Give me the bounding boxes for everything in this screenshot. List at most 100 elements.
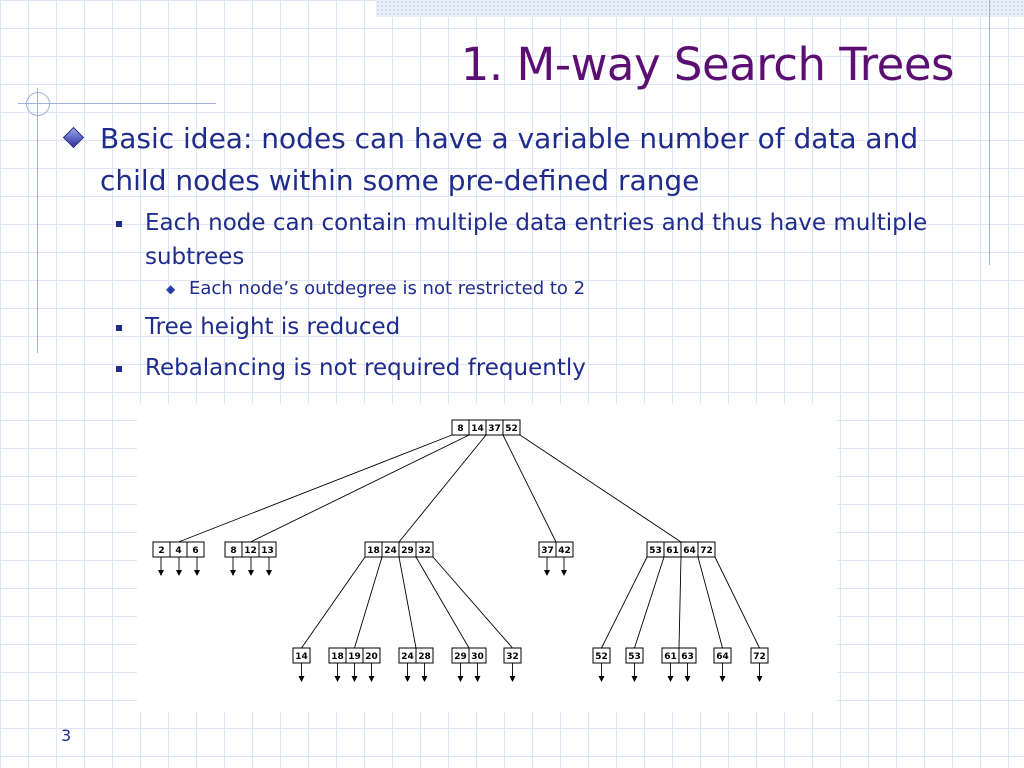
tree-node-key: 61 (666, 546, 679, 556)
tree-node-cell (697, 541, 716, 558)
tree-edge (601, 556, 648, 649)
null-pointer-arrow-icon (298, 676, 305, 682)
null-pointer-arrow-icon (404, 676, 411, 682)
null-pointer-arrow-icon (158, 570, 164, 576)
slide-title: 1. M-way Search Trees (460, 38, 955, 91)
null-pointer-arrow-icon (719, 676, 726, 682)
tree-node-key: 2 (158, 546, 164, 556)
tree-edge (678, 556, 682, 649)
bullet-sub-1-detail-text: Each node’s outdegree is not restricted … (189, 278, 586, 299)
tree-edge (398, 434, 487, 543)
null-pointer-arrow-icon (631, 676, 638, 682)
null-pointer-arrow-icon (684, 676, 691, 682)
tree-node-key: 42 (558, 546, 571, 556)
page-number: 3 (61, 726, 72, 745)
bullet-sub-1-detail: ◆ Each node’s outdegree is not restricte… (60, 274, 960, 304)
tree-node-key: 32 (418, 546, 431, 556)
null-pointer-arrow-icon (667, 676, 674, 682)
tree-node-key: 18 (367, 546, 380, 556)
null-pointer-arrow-icon (421, 676, 428, 682)
tree-node-cell (258, 541, 277, 558)
null-pointer-arrow-icon (351, 676, 358, 682)
decor-horizontal-line-left (18, 103, 216, 104)
header-band (376, 0, 1024, 17)
tree-node-key: 52 (595, 652, 608, 662)
tree-node-key: 53 (628, 652, 641, 662)
tree-node-key: 18 (331, 652, 344, 662)
tree-node-key: 53 (649, 546, 662, 556)
bullet-sub-1-text: Each node can contain multiple data entr… (145, 210, 928, 270)
tree-node-cell (502, 419, 521, 436)
null-pointer-arrow-icon (266, 570, 272, 576)
small-diamond-bullet-icon: ◆ (166, 282, 176, 296)
tree-edge (178, 434, 453, 543)
tree-node-cell (555, 541, 574, 558)
tree-node-key: 4 (175, 546, 181, 556)
tree-level1-node: 2 4 6 (152, 541, 205, 558)
tree-node-key: 37 (541, 546, 554, 556)
tree-edge (634, 556, 665, 649)
tree-node-key: 14 (295, 652, 308, 662)
null-pointer-arrow-icon (544, 570, 550, 576)
tree-level2-node: 53 (625, 647, 644, 664)
square-bullet-icon (116, 221, 122, 227)
tree-level2-node: 64 (713, 647, 732, 664)
null-pointer-arrow-icon (474, 676, 481, 682)
null-pointer-arrow-icon (230, 570, 236, 576)
tree-node-key: 24 (401, 652, 414, 662)
bullet-list: Basic idea: nodes can have a variable nu… (60, 118, 960, 385)
bullet-main-text: Basic idea: nodes can have a variable nu… (100, 122, 919, 197)
tree-node-key: 8 (457, 424, 463, 434)
tree-node-key: 13 (261, 546, 274, 556)
tree-node-key: 29 (401, 546, 414, 556)
tree-level1-node: 37 42 (538, 541, 574, 558)
null-pointer-arrow-icon (334, 676, 341, 682)
tree-level1-node: 8 12 13 (224, 541, 277, 558)
tree-node-cell (415, 541, 434, 558)
tree-node-key: 52 (505, 424, 518, 434)
tree-edge (714, 556, 760, 649)
tree-level2-node: 52 (592, 647, 611, 664)
null-pointer-arrow-icon (561, 570, 567, 576)
tree-node-key: 8 (230, 546, 236, 556)
tree-level2-node: 32 (503, 647, 522, 664)
tree-edge (354, 556, 383, 649)
tree-level2-node: 14 (292, 647, 311, 664)
tree-edge (432, 556, 513, 649)
diamond-bullet-icon (62, 126, 85, 149)
square-bullet-icon (116, 366, 122, 372)
bullet-sub-1: Each node can contain multiple data entr… (60, 206, 960, 274)
tree-node-key: 14 (471, 424, 484, 434)
tree-node-key: 6 (192, 546, 198, 556)
tree-node-key: 72 (700, 546, 713, 556)
tree-node-key: 28 (418, 652, 431, 662)
bullet-sub-3-text: Rebalancing is not required frequently (145, 355, 586, 381)
tree-edge (301, 556, 366, 649)
tree-edge (519, 434, 682, 543)
tree-node-key: 30 (471, 652, 484, 662)
tree-node-key: 72 (753, 652, 766, 662)
null-pointer-arrow-icon (194, 570, 200, 576)
tree-node-key: 12 (244, 546, 257, 556)
null-pointer-arrow-icon (509, 676, 516, 682)
tree-edge (250, 434, 470, 543)
tree-node-key: 37 (488, 424, 501, 434)
tree-edge (415, 556, 470, 649)
tree-root-node: 8 14 37 52 (451, 419, 521, 436)
tree-node-key: 63 (681, 652, 694, 662)
bullet-sub-2: Tree height is reduced (60, 310, 960, 344)
tree-node-key: 24 (384, 546, 397, 556)
tree-level2-node: 72 (750, 647, 769, 664)
tree-node-key: 19 (348, 652, 361, 662)
tree-level2-node: 24 28 (398, 647, 434, 664)
tree-node-key: 61 (664, 652, 677, 662)
decor-vertical-line-left (37, 88, 38, 353)
tree-level1-node: 18 24 29 32 (364, 541, 434, 558)
tree-edge (502, 434, 557, 543)
decor-vertical-line-right (989, 0, 990, 265)
